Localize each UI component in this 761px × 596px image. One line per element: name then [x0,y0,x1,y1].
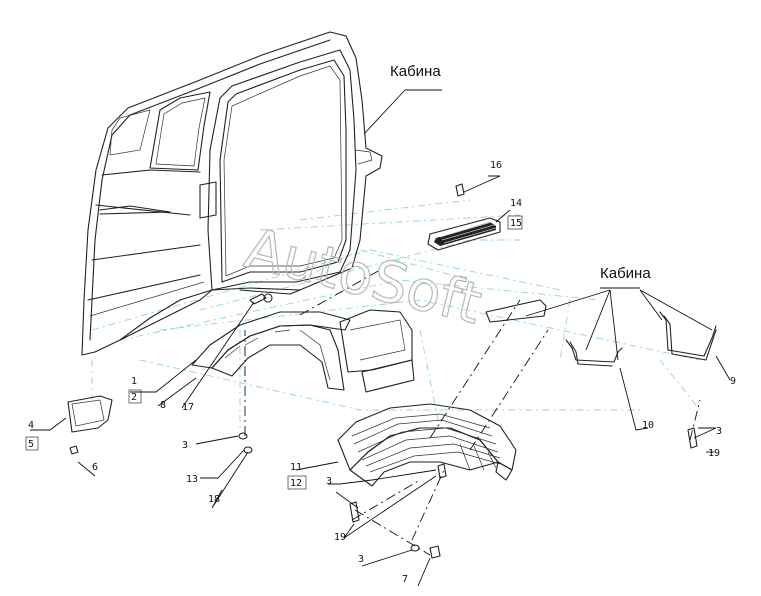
cab-body [81,31,383,356]
mudguard-brackets [485,299,717,367]
callout-8: 8 [160,400,166,411]
step-grille [427,217,501,251]
callout-10: 10 [642,420,654,431]
callout-5: 5 [28,439,34,450]
bolt-19-left [349,501,360,523]
rear-fender-liner [191,309,415,393]
callout-2: 2 [131,392,137,403]
callout-7: 7 [402,574,408,585]
callout-3-right: 3 [716,426,722,437]
callout-19-right: 19 [708,448,720,459]
bolt-19-right [687,427,698,449]
cab-label-right: Кабина [600,265,651,282]
callout-18: 18 [208,494,220,505]
callout-12-box [287,475,307,490]
callout-15: 15 [510,218,522,229]
callout-16: 16 [490,160,502,171]
mudflap-bracket [67,395,113,455]
phantom-assembly-lines [91,199,701,431]
callout-13: 13 [186,474,198,485]
callout-14: 14 [510,198,522,209]
callout-3-bottom: 3 [358,554,364,565]
callout-4: 4 [28,420,34,431]
cab-label-top: Кабина [390,63,441,80]
assembly-axis-lines [244,269,701,556]
callout-5-box [25,436,39,451]
front-mudguard [337,403,517,487]
callout-1: 1 [131,376,137,387]
bolt-17 [249,293,273,305]
bolt-16 [455,183,465,197]
callout-6: 6 [92,462,98,473]
fasteners-left [238,432,253,454]
callout-17: 17 [182,402,194,413]
callout-9: 9 [730,376,736,387]
callout-15-box [507,215,523,230]
callout-2-box [128,389,142,404]
callout-19-left: 19 [334,532,346,543]
callout-11: 11 [290,462,302,473]
callout-3-left: 3 [182,440,188,451]
leader-lines [30,89,731,587]
callout-3-mid: 3 [326,476,332,487]
callout-12: 12 [290,478,302,489]
